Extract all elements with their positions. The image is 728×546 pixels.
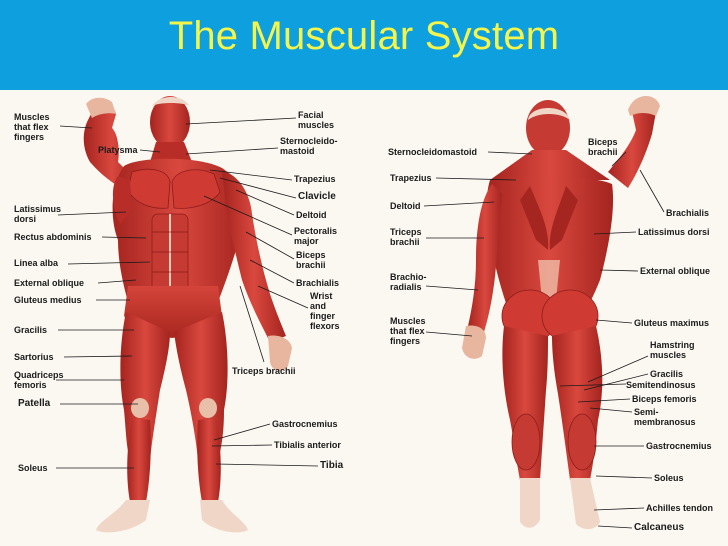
back-figure [462, 95, 660, 530]
label-tibialis-anterior: Tibialis anterior [274, 440, 341, 450]
label-gluteus-maximus: Gluteus maximus [634, 318, 710, 328]
label-sternocleidomastoid-front: Sternocleido-mastoid [280, 136, 338, 156]
label-linea-alba: Linea alba [14, 258, 59, 268]
label-calcaneus: Calcaneus [634, 522, 685, 533]
label-clavicle: Clavicle [298, 191, 336, 202]
label-patella: Patella [18, 398, 51, 409]
label-external-oblique-front: External oblique [14, 278, 85, 288]
label-deltoid-back: Deltoid [390, 201, 421, 211]
label-sternocleidomastoid-back: Sternocleidomastoid [388, 147, 478, 157]
label-platysma: Platysma [98, 145, 138, 155]
label-gracilis-back: Gracilis [650, 369, 684, 379]
label-soleus-front: Soleus [18, 463, 48, 473]
leader-lines [56, 117, 665, 529]
label-brachialis-back: Brachialis [666, 208, 710, 218]
anatomy-illustration [56, 95, 665, 533]
label-tibia: Tibia [320, 460, 344, 471]
label-rectus-abdominis: Rectus abdominis [14, 232, 92, 242]
label-brachialis-front: Brachialis [296, 278, 340, 288]
label-external-oblique-back: External oblique [640, 266, 711, 276]
label-triceps-brachii-front: Triceps brachii [232, 366, 296, 376]
label-achilles-tendon: Achilles tendon [646, 503, 714, 513]
label-gluteus-medius: Gluteus medius [14, 295, 82, 305]
label-gastrocnemius-front: Gastrocnemius [272, 419, 338, 429]
label-soleus-back: Soleus [654, 473, 684, 483]
label-biceps-femoris: Biceps femoris [632, 394, 697, 404]
label-trapezius-back: Trapezius [390, 173, 432, 183]
label-trapezius-front: Trapezius [294, 174, 336, 184]
label-semimembranosus: Semi-membranosus [634, 407, 696, 427]
label-sartorius: Sartorius [14, 352, 54, 362]
label-latissimus-dorsi-back: Latissimus dorsi [638, 227, 710, 237]
label-gracilis-front: Gracilis [14, 325, 48, 335]
label-deltoid-front: Deltoid [296, 210, 327, 220]
label-semitendinosus: Semitendinosus [626, 380, 696, 390]
title-banner [0, 0, 728, 90]
label-gastrocnemius-back: Gastrocnemius [646, 441, 712, 451]
label-brachioradialis: Brachio-radialis [390, 272, 427, 292]
front-figure [83, 96, 292, 533]
page-title: The Muscular System [168, 14, 560, 58]
